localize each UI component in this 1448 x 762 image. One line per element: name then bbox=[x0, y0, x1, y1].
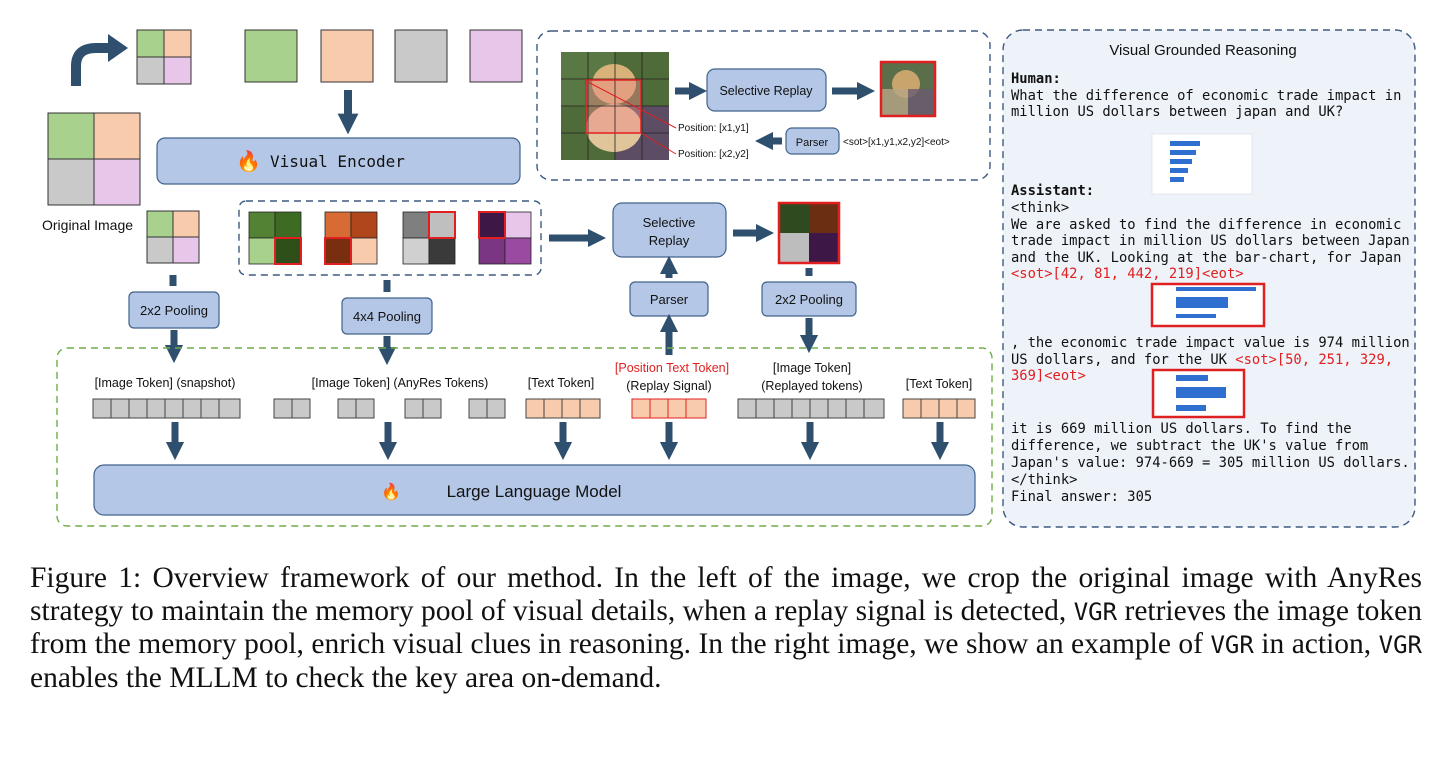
caption-vgr-3: VGR bbox=[1378, 631, 1422, 659]
reasoning-line-5: US dollars, and for the UK <sot>[50, 251… bbox=[1011, 352, 1393, 368]
replayed-token-strip bbox=[737, 398, 885, 419]
anyres-token-label: [Image Token] (AnyRes Tokens) bbox=[312, 376, 489, 390]
parser-label: Parser bbox=[650, 292, 689, 307]
text-token-label-2: [Text Token] bbox=[906, 377, 972, 391]
think-open: <think> bbox=[1011, 200, 1070, 216]
curved-arrow-icon bbox=[71, 34, 128, 86]
inset-parser-box bbox=[785, 127, 840, 155]
original-image-large bbox=[47, 112, 141, 206]
position-token-strip bbox=[631, 398, 707, 419]
grounding-ref-1: <sot>[42, 81, 442, 219]<eot> bbox=[1011, 266, 1244, 282]
inset-parser-label: Parser bbox=[796, 137, 829, 149]
fire-icon: 🔥 bbox=[236, 149, 261, 173]
small-grid-top bbox=[136, 29, 192, 85]
reasoning-line-5-text: US dollars, and for the UK bbox=[1011, 352, 1236, 368]
caption-vgr-2: VGR bbox=[1210, 631, 1254, 659]
reasoning-line-1: We are asked to find the difference in e… bbox=[1011, 217, 1402, 233]
text-token-label-1: [Text Token] bbox=[528, 376, 594, 390]
caption-prefix: Figure 1: Overview framework of our meth… bbox=[30, 562, 1422, 627]
anyres-token-strip bbox=[273, 398, 506, 419]
final-answer: Final answer: 305 bbox=[1011, 489, 1153, 505]
inset-selective-replay-label: Selective Replay bbox=[719, 84, 813, 98]
assistant-label: Assistant: bbox=[1011, 183, 1095, 199]
original-image-small bbox=[146, 210, 200, 264]
visual-encoder-label: Visual Encoder bbox=[270, 152, 405, 171]
replayed-token-label-2: (Replayed tokens) bbox=[761, 379, 862, 393]
framework-diagram: 🔥 Visual Encoder Position: [x1,y1] Posit… bbox=[42, 29, 1416, 528]
pooling-2x2-right-box bbox=[761, 281, 857, 317]
snapshot-token-label: [Image Token] (snapshot) bbox=[95, 376, 236, 390]
pointer-line-1 bbox=[587, 81, 677, 129]
anyres-patch-orange bbox=[324, 211, 378, 265]
replayed-patch bbox=[777, 201, 841, 265]
position-2-label: Position: [x2,y2] bbox=[678, 149, 749, 160]
anyres-patch-purple bbox=[478, 211, 532, 265]
caption-middle: retrieves the image token from the memor… bbox=[30, 594, 1422, 661]
inset-selective-replay-box bbox=[706, 68, 827, 112]
llm-box bbox=[93, 464, 976, 516]
position-text-token-label: [Position Text Token] bbox=[615, 361, 729, 375]
reasoning-line-3: and the UK. Looking at the bar-chart, fo… bbox=[1011, 250, 1402, 266]
replay-signal-label: (Replay Signal) bbox=[626, 379, 711, 393]
reasoning-line-4: , the economic trade impact value is 974… bbox=[1011, 335, 1410, 351]
selective-replay-box bbox=[612, 202, 727, 258]
original-image-label: Original Image bbox=[42, 217, 133, 233]
replayed-token-label-1: [Image Token] bbox=[773, 361, 851, 375]
question-line-2: million US dollars between japan and UK? bbox=[1011, 104, 1344, 120]
reasoning-line-7: difference, we subtract the UK's value f… bbox=[1011, 438, 1369, 454]
llm-label: Large Language Model bbox=[447, 482, 622, 501]
pooling-4x4-box bbox=[341, 297, 433, 335]
visual-encoder-box bbox=[156, 137, 521, 185]
anyres-patch-green bbox=[248, 211, 302, 265]
anyres-patch-gray bbox=[402, 211, 456, 265]
pooling-4x4-label: 4x4 Pooling bbox=[353, 309, 421, 324]
selective-replay-label-2: Replay bbox=[649, 233, 690, 248]
bar-chart-thumbnail bbox=[1151, 133, 1253, 195]
question-line-1: What the difference of economic trade im… bbox=[1011, 88, 1402, 104]
reasoning-title: Visual Grounded Reasoning bbox=[1109, 42, 1296, 59]
human-label: Human: bbox=[1011, 71, 1061, 87]
inset-panel bbox=[536, 30, 991, 181]
pooling-2x2-left-label: 2x2 Pooling bbox=[140, 303, 208, 318]
think-close: </think> bbox=[1011, 472, 1078, 488]
anyres-patches-box bbox=[238, 200, 542, 276]
reasoning-line-6: it is 669 million US dollars. To find th… bbox=[1011, 421, 1352, 437]
replayed-crop bbox=[879, 60, 937, 118]
dog-photo bbox=[561, 52, 669, 160]
grounding-ref-2b: 369]<eot> bbox=[1011, 368, 1086, 384]
reasoning-line-2: trade impact in million US dollars betwe… bbox=[1011, 233, 1410, 249]
pooling-2x2-left-box bbox=[128, 291, 220, 329]
selective-replay-label-1: Selective bbox=[643, 215, 696, 230]
pointer-line-2 bbox=[640, 132, 677, 155]
uk-crop-thumbnail bbox=[1151, 368, 1246, 419]
caption-vgr-1: VGR bbox=[1073, 597, 1118, 626]
snapshot-token-strip bbox=[92, 398, 241, 419]
arrows-to-llm bbox=[165, 422, 950, 461]
text-token-strip-2 bbox=[902, 398, 976, 419]
pooling-2x2-right-label: 2x2 Pooling bbox=[775, 292, 843, 307]
caption-suffix: enables the MLLM to check the key area o… bbox=[30, 661, 662, 694]
figure-caption: Figure 1: Overview framework of our meth… bbox=[30, 562, 1422, 694]
position-1-label: Position: [x1,y1] bbox=[678, 123, 749, 134]
fire-icon: 🔥 bbox=[381, 482, 401, 501]
reasoning-panel bbox=[1002, 29, 1416, 528]
cropped-patches bbox=[244, 29, 523, 83]
grounding-ref-2a: <sot>[50, 251, 329, bbox=[1235, 352, 1394, 368]
text-token-strip-1 bbox=[525, 398, 601, 419]
inset-token-format: <sot>[x1,y1,x2,y2]<eot> bbox=[843, 137, 950, 148]
token-region bbox=[56, 347, 993, 527]
caption-middle-2: in action, bbox=[1253, 628, 1379, 660]
japan-crop-thumbnail bbox=[1150, 282, 1266, 328]
reasoning-line-8: Japan's value: 974-669 = 305 million US … bbox=[1011, 455, 1410, 471]
